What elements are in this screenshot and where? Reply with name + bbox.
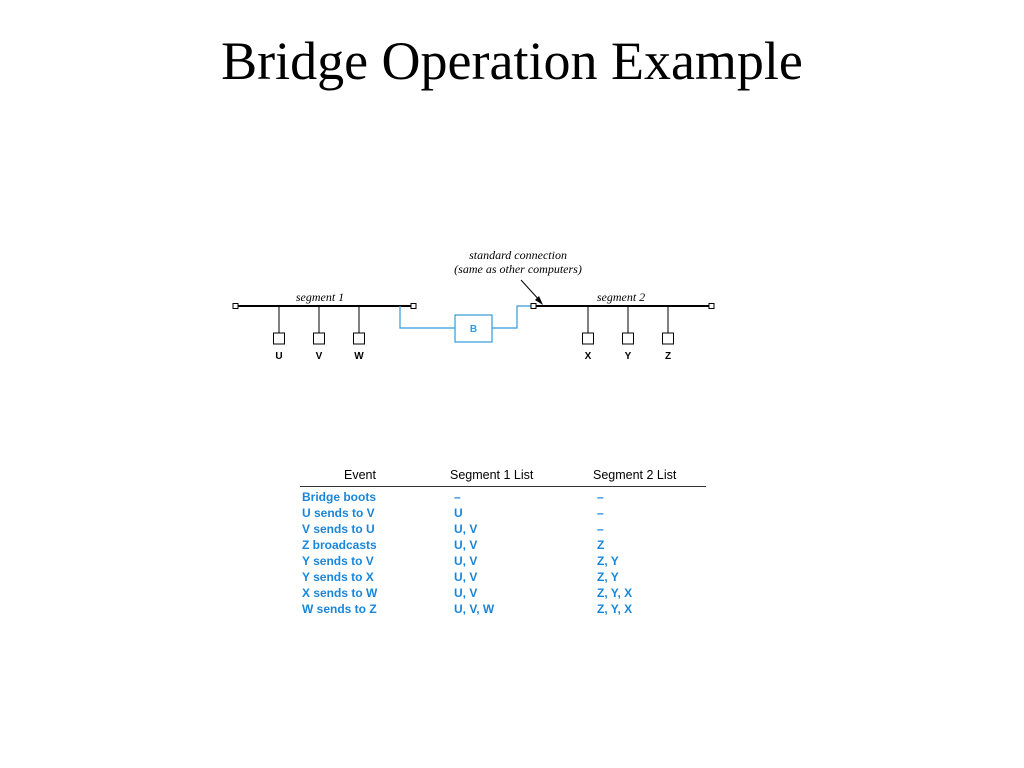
segment-1: segment 1 U V W <box>232 290 417 362</box>
segment-1-terminator-left <box>232 303 239 309</box>
segment-2-cell: Z, Y, X <box>597 586 633 600</box>
table-row: U sends to V U – <box>300 505 706 521</box>
host-z-label: Z <box>665 351 671 362</box>
segment-2-label: segment 2 <box>597 290 645 304</box>
table-row: X sends to W U, V Z, Y, X <box>300 585 706 601</box>
callout-line-2: (same as other computers) <box>454 262 582 276</box>
segment-2-cell: – <box>597 522 604 536</box>
bridge-diagram: standard connection (same as other compu… <box>232 248 715 362</box>
table-row: Bridge boots – – <box>300 487 706 506</box>
host-y: Y <box>622 306 634 362</box>
host-y-label: Y <box>625 351 632 362</box>
segment-2-terminator-right <box>708 303 715 309</box>
segment-2-terminator-left <box>530 303 537 309</box>
event-cell: Bridge boots <box>302 490 376 504</box>
table-row: Y sends to X U, V Z, Y <box>300 569 706 585</box>
bridge-box <box>454 314 493 343</box>
event-cell: X sends to W <box>302 586 378 600</box>
host-w-label: W <box>354 351 364 362</box>
host-z: Z <box>662 306 674 362</box>
host-y-box <box>622 332 634 345</box>
event-cell: U sends to V <box>302 506 375 520</box>
host-u-box <box>273 332 285 345</box>
host-x-label: X <box>585 351 592 362</box>
segment-1-cell: U, V <box>454 586 478 600</box>
bridge-link-left <box>399 306 455 329</box>
segment-2-cell: – <box>597 506 604 520</box>
segment-2-cell: Z, Y <box>597 554 619 568</box>
event-cell: Z broadcasts <box>302 538 377 552</box>
segment-2: segment 2 X Y Z <box>530 290 715 362</box>
slide-title: Bridge Operation Example <box>221 31 803 91</box>
event-table: Event Segment 1 List Segment 2 List Brid… <box>300 468 706 617</box>
callout-line-1: standard connection <box>469 248 567 262</box>
event-cell: W sends to Z <box>302 602 377 616</box>
segment-2-cell: Z, Y <box>597 570 619 584</box>
event-cell: Y sends to X <box>302 570 374 584</box>
segment-1-cell: U, V <box>454 570 478 584</box>
segment-1-cell: U <box>454 506 463 520</box>
table-row: V sends to U U, V – <box>300 521 706 537</box>
bridge-label: B <box>470 324 477 335</box>
segment-1-label: segment 1 <box>296 290 344 304</box>
segment-2-cell: – <box>597 490 604 504</box>
table-row: Z broadcasts U, V Z <box>300 537 706 553</box>
header-segment-2-list: Segment 2 List <box>593 468 706 487</box>
table-row: W sends to Z U, V, W Z, Y, X <box>300 601 706 617</box>
host-v: V <box>313 306 325 362</box>
host-z-box <box>662 332 674 345</box>
host-x-box <box>582 332 594 345</box>
bridge: B <box>399 305 532 343</box>
bridge-link-right <box>492 305 532 329</box>
segment-1-cell: U, V <box>454 538 478 552</box>
segment-2-cell: Z, Y, X <box>597 602 633 616</box>
segment-1-cell: U, V <box>454 554 478 568</box>
segment-1-terminator-right <box>410 303 417 309</box>
host-w-box <box>353 332 365 345</box>
host-v-box <box>313 332 325 345</box>
host-v-label: V <box>316 351 323 362</box>
segment-1-cell: – <box>454 490 461 504</box>
segment-2-cell: Z <box>597 538 605 552</box>
table-row: Y sends to V U, V Z, Y <box>300 553 706 569</box>
table-header-row: Event Segment 1 List Segment 2 List <box>300 468 706 487</box>
event-cell: Y sends to V <box>302 554 374 568</box>
header-segment-1-list: Segment 1 List <box>450 468 593 487</box>
host-w: W <box>353 306 365 362</box>
host-u: U <box>273 306 285 362</box>
host-u-label: U <box>275 351 282 362</box>
segment-1-cell: U, V, W <box>454 602 495 616</box>
event-cell: V sends to U <box>302 522 375 536</box>
segment-1-cell: U, V <box>454 522 478 536</box>
host-x: X <box>582 306 594 362</box>
header-event: Event <box>300 468 450 487</box>
callout-arrowhead <box>535 296 543 305</box>
